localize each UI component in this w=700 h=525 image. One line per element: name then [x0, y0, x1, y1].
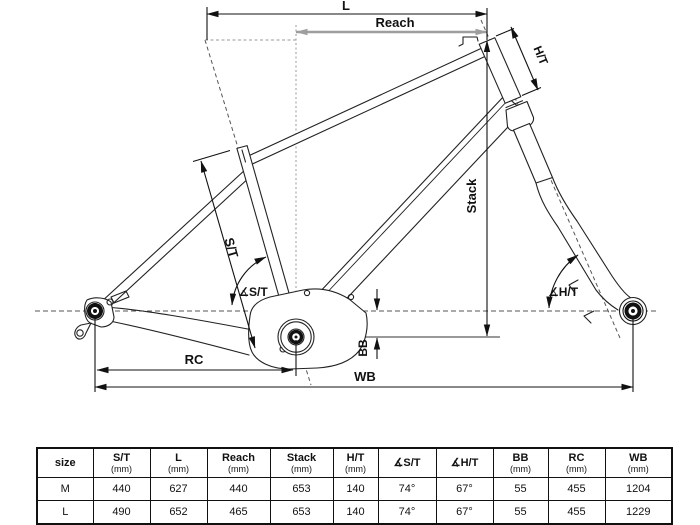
label-rc: RC — [185, 352, 204, 367]
size-cell: L — [36, 500, 94, 525]
label-l: L — [342, 0, 350, 13]
geometry-table-header-cell: ∡H/T — [435, 447, 494, 478]
geometry-table-header-cell: S/T(mm) — [92, 447, 151, 478]
bolt-hole-2 — [347, 293, 355, 301]
value-cell: 55 — [492, 477, 549, 501]
dimension-lines — [94, 7, 634, 392]
value-cell: 67° — [435, 500, 494, 525]
label-ht: H/T — [530, 44, 551, 68]
dimension-labels: L Reach H/T Stack S/T ∡S/T ∡H/T BB RC WB — [185, 0, 579, 384]
geometry-table-header-cell: L(mm) — [149, 447, 208, 478]
value-cell: 140 — [332, 500, 379, 525]
geometry-table-header-cell: ∡S/T — [377, 447, 437, 478]
value-cell: 67° — [435, 477, 494, 501]
seatstay-upper-edge — [99, 168, 247, 304]
value-cell: 1229 — [604, 500, 673, 525]
battery-seam — [305, 98, 510, 316]
value-cell: 55 — [492, 500, 549, 525]
geometry-table-header-cell: size — [36, 447, 94, 478]
value-cell: 455 — [547, 477, 606, 501]
label-wb: WB — [354, 369, 376, 384]
size-cell: M — [36, 477, 94, 501]
dimension-st — [200, 160, 256, 349]
angle-st-arc — [229, 256, 267, 306]
value-cell: 627 — [149, 477, 208, 501]
value-cell: 140 — [332, 477, 379, 501]
headset-spacer — [458, 36, 479, 47]
front-axle — [618, 296, 648, 326]
geometry-table-header-cell: BB(mm) — [492, 447, 549, 478]
geometry-table-header-cell: Stack(mm) — [269, 447, 334, 478]
geometry-table-header-cell: H/T(mm) — [332, 447, 379, 478]
fork-leg-front-edge — [551, 176, 634, 300]
label-st: S/T — [221, 236, 241, 260]
value-cell: 74° — [377, 500, 437, 525]
head-tube — [478, 37, 522, 104]
ht-extension-top — [495, 27, 515, 37]
crank-axle — [277, 318, 315, 356]
rear-axle — [85, 301, 105, 321]
fork-tab-lower — [583, 310, 595, 324]
headset-cup-line-1 — [505, 100, 524, 109]
angle-ht-arc — [546, 254, 579, 309]
value-cell: 1204 — [604, 477, 673, 501]
st-extension-top — [192, 149, 231, 163]
dimension-ht — [510, 26, 539, 91]
value-cell: 653 — [269, 477, 334, 501]
value-cell: 74° — [377, 477, 437, 501]
value-cell: 652 — [149, 500, 208, 525]
bike-geometry-diagram: L Reach H/T Stack S/T ∡S/T ∡H/T BB RC WB — [35, 0, 658, 392]
value-cell: 440 — [92, 477, 151, 501]
value-cell: 653 — [269, 500, 334, 525]
value-cell: 455 — [547, 500, 606, 525]
chainstay-lower-edge — [99, 318, 250, 356]
value-cell: 465 — [206, 500, 271, 525]
geometry-table-header-cell: WB(mm) — [604, 447, 673, 478]
geometry-table-header-cell: Reach(mm) — [206, 447, 271, 478]
value-cell: 490 — [92, 500, 151, 525]
bolt-hole-1 — [303, 289, 311, 297]
geometry-table-header-cell: RC(mm) — [547, 447, 606, 478]
ht-extension-bottom — [521, 86, 542, 97]
label-angle-st: ∡S/T — [238, 285, 268, 299]
top-tube — [243, 47, 487, 167]
fork-stanchion — [512, 122, 554, 184]
label-stack: Stack — [464, 178, 479, 213]
seat-clamp-slot — [241, 149, 247, 163]
label-bb: BB — [356, 339, 370, 357]
hanger-hole — [76, 329, 84, 337]
value-cell: 440 — [206, 477, 271, 501]
chainstay-upper-edge — [103, 306, 254, 331]
label-angle-ht: ∡H/T — [548, 285, 579, 299]
dropout-pivot — [106, 298, 114, 306]
label-reach: Reach — [375, 15, 414, 30]
